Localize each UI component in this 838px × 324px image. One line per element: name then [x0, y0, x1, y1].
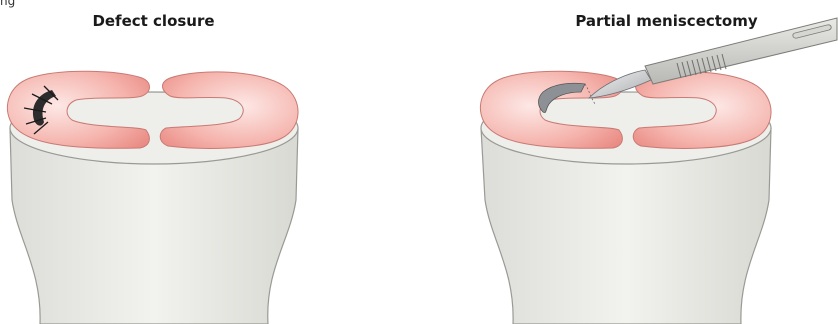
partial-meniscectomy-panel: Partial meniscectomy — [419, 0, 838, 324]
partial-meniscectomy-illustration — [419, 0, 838, 324]
defect-closure-panel: Defect closure — [0, 0, 419, 324]
scalpel-handle — [645, 18, 837, 84]
defect-closure-illustration — [0, 0, 419, 324]
